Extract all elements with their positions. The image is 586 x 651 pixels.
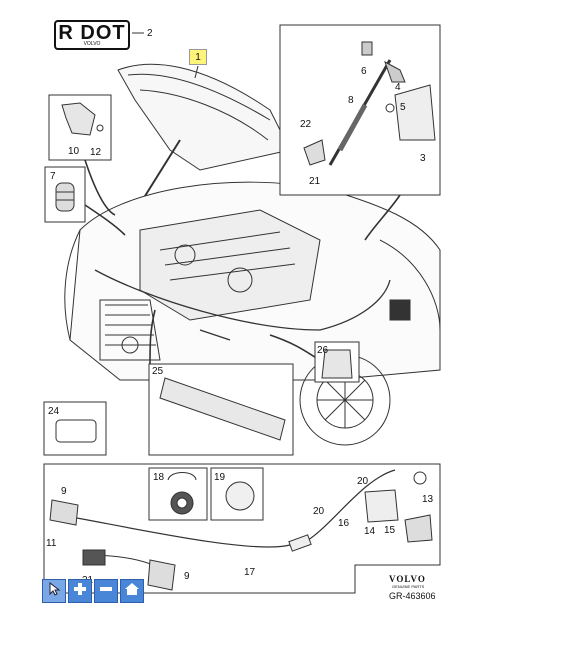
callout-2[interactable]: 2 <box>147 28 153 39</box>
plus-icon <box>73 582 87 601</box>
callout-1-highlight[interactable]: 1 <box>189 49 207 65</box>
callout-3[interactable]: 3 <box>420 153 426 164</box>
callout-26[interactable]: 26 <box>317 345 329 356</box>
callout-11[interactable]: 11 <box>46 538 57 549</box>
callout-17[interactable]: 17 <box>244 567 256 578</box>
callout-10[interactable]: 10 <box>68 146 80 157</box>
callout-15[interactable]: 15 <box>384 525 396 536</box>
brand-logo: VOLVO <box>389 574 426 584</box>
callout-22[interactable]: 22 <box>300 119 312 130</box>
callout-13[interactable]: 13 <box>422 494 434 505</box>
callout-19[interactable]: 19 <box>214 472 226 483</box>
callout-24[interactable]: 24 <box>48 406 60 417</box>
callout-8[interactable]: 8 <box>348 95 354 106</box>
model-badge: R DOT VOLVO <box>54 20 130 50</box>
callout-4[interactable]: 4 <box>395 82 401 93</box>
callout-14[interactable]: 14 <box>364 526 376 537</box>
callout-20b[interactable]: 20 <box>313 506 325 517</box>
zoom-toolbar <box>42 579 144 605</box>
home-button[interactable] <box>120 579 144 603</box>
badge-title: R DOT <box>58 22 126 44</box>
callout-18[interactable]: 18 <box>153 472 165 483</box>
zoom-out-button[interactable] <box>94 579 118 603</box>
badge-subtitle: VOLVO <box>83 41 101 47</box>
callout-25[interactable]: 25 <box>152 366 164 377</box>
callout-9b[interactable]: 9 <box>184 571 190 582</box>
callout-12[interactable]: 12 <box>90 147 102 158</box>
zoom-in-button[interactable] <box>68 579 92 603</box>
drawing-code: GR-463606 <box>389 591 436 601</box>
home-icon <box>124 582 140 601</box>
callout-6[interactable]: 6 <box>361 66 367 77</box>
callout-7[interactable]: 7 <box>50 171 56 182</box>
minus-icon <box>99 582 113 601</box>
cursor-icon <box>47 581 61 601</box>
brand-subtitle: GENUINE PARTS <box>392 584 425 589</box>
callout-21[interactable]: 21 <box>309 176 321 187</box>
callout-5[interactable]: 5 <box>400 102 406 113</box>
callout-16[interactable]: 16 <box>338 518 350 529</box>
pointer-tool-button[interactable] <box>42 579 66 603</box>
callout-20a[interactable]: 20 <box>357 476 369 487</box>
callout-9a[interactable]: 9 <box>61 486 67 497</box>
